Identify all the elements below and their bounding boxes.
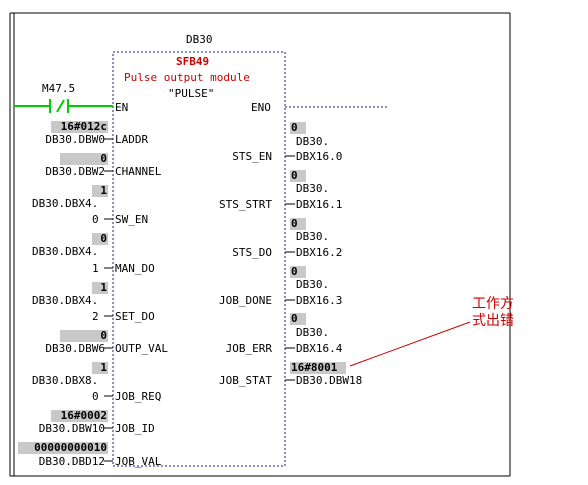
contact-slash bbox=[56, 99, 65, 113]
pin-job-req: JOB_REQ bbox=[115, 390, 162, 403]
output-value-job-done[interactable]: 0 bbox=[290, 266, 306, 278]
output-addr2-job-err[interactable]: DBX16.4 bbox=[296, 342, 343, 355]
db-instance-name: DB30 bbox=[186, 33, 213, 46]
input-addr-man-do[interactable]: DB30.DBX4. bbox=[32, 245, 99, 258]
pin-sts-do: STS_DO bbox=[232, 246, 272, 259]
fb-name: SFB49 bbox=[176, 55, 210, 68]
input-addr-channel[interactable]: DB30.DBW2 bbox=[45, 165, 105, 178]
input-value-job-val[interactable]: 00000000010 bbox=[18, 442, 108, 454]
input-value-job-req[interactable]: 1 bbox=[92, 362, 108, 374]
input-addr-set-do[interactable]: DB30.DBX4. bbox=[32, 294, 99, 307]
input-addr-job-val[interactable]: DB30.DBD12 bbox=[38, 455, 105, 468]
output-addr2-sts-en[interactable]: DBX16.0 bbox=[296, 150, 343, 163]
pin-laddr: LADDR bbox=[115, 133, 149, 146]
function-block-box[interactable] bbox=[112, 51, 286, 467]
contact-address[interactable]: M47.5 bbox=[42, 82, 76, 95]
input-addr-sw-en[interactable]: DB30.DBX4. bbox=[32, 197, 99, 210]
fb-description: Pulse output module bbox=[124, 71, 250, 84]
fb-family-name: "PULSE" bbox=[168, 87, 215, 100]
input-value-set-do[interactable]: 1 bbox=[92, 282, 108, 294]
annotation-line2: 式出错 bbox=[472, 313, 514, 329]
input-addr-job-req[interactable]: DB30.DBX8. bbox=[32, 374, 99, 387]
pin-job-stat: JOB_STAT bbox=[219, 374, 272, 387]
input-addr-job-id[interactable]: DB30.DBW10 bbox=[38, 422, 105, 435]
pin-set-do: SET_DO bbox=[115, 310, 155, 323]
output-value-sts-en[interactable]: 0 bbox=[290, 122, 306, 134]
input-addr-outp-val[interactable]: DB30.DBW6 bbox=[45, 342, 105, 355]
input-bit-man-do[interactable]: 1 bbox=[92, 262, 99, 275]
output-addr2-job-done[interactable]: DBX16.3 bbox=[296, 294, 343, 307]
input-addr-laddr[interactable]: DB30.DBW0 bbox=[45, 133, 105, 146]
input-value-outp-val[interactable]: 0 bbox=[60, 330, 108, 342]
pin-sts-en: STS_EN bbox=[232, 150, 272, 163]
input-value-sw-en[interactable]: 1 bbox=[92, 185, 108, 197]
output-addr1-job-done[interactable]: DB30. bbox=[296, 278, 330, 291]
pin-job-val: JOB_VAL bbox=[115, 455, 162, 468]
output-addr2-sts-do[interactable]: DBX16.2 bbox=[296, 246, 343, 259]
output-addr1-sts-strt[interactable]: DB30. bbox=[296, 182, 330, 195]
output-value-sts-do[interactable]: 0 bbox=[290, 218, 306, 230]
pin-channel: CHANNEL bbox=[115, 165, 162, 178]
pin-job-done: JOB_DONE bbox=[219, 294, 272, 307]
pin-outp-val: OUTP_VAL bbox=[115, 342, 168, 355]
annotation-pointer-line bbox=[349, 321, 471, 367]
annotation-line1: 工作方 bbox=[472, 296, 514, 312]
pin-sw-en: SW_EN bbox=[115, 213, 149, 226]
input-value-job-id[interactable]: 16#0002 bbox=[51, 410, 108, 422]
output-addr2-job-stat[interactable]: DB30.DBW18 bbox=[296, 374, 363, 387]
output-addr1-sts-do[interactable]: DB30. bbox=[296, 230, 330, 243]
pin-en[interactable]: EN bbox=[115, 101, 129, 114]
pin-sts-strt: STS_STRT bbox=[219, 198, 272, 211]
output-value-job-err[interactable]: 0 bbox=[290, 313, 306, 325]
pin-eno[interactable]: ENO bbox=[251, 101, 271, 114]
input-bit-set-do[interactable]: 2 bbox=[92, 310, 99, 323]
input-value-laddr[interactable]: 16#012c bbox=[51, 121, 108, 133]
output-addr2-sts-strt[interactable]: DBX16.1 bbox=[296, 198, 343, 211]
pin-job-id: JOB_ID bbox=[115, 422, 155, 435]
input-bit-job-req[interactable]: 0 bbox=[92, 390, 99, 403]
output-value-sts-strt[interactable]: 0 bbox=[290, 170, 306, 182]
input-value-channel[interactable]: 0 bbox=[60, 153, 108, 165]
input-value-man-do[interactable]: 0 bbox=[92, 233, 108, 245]
pin-job-err: JOB_ERR bbox=[225, 342, 272, 355]
pin-man-do: MAN_DO bbox=[115, 262, 155, 275]
output-value-job-stat[interactable]: 16#8001 bbox=[290, 362, 346, 374]
output-addr1-sts-en[interactable]: DB30. bbox=[296, 135, 330, 148]
output-addr1-job-err[interactable]: DB30. bbox=[296, 326, 330, 339]
input-bit-sw-en[interactable]: 0 bbox=[92, 213, 99, 226]
